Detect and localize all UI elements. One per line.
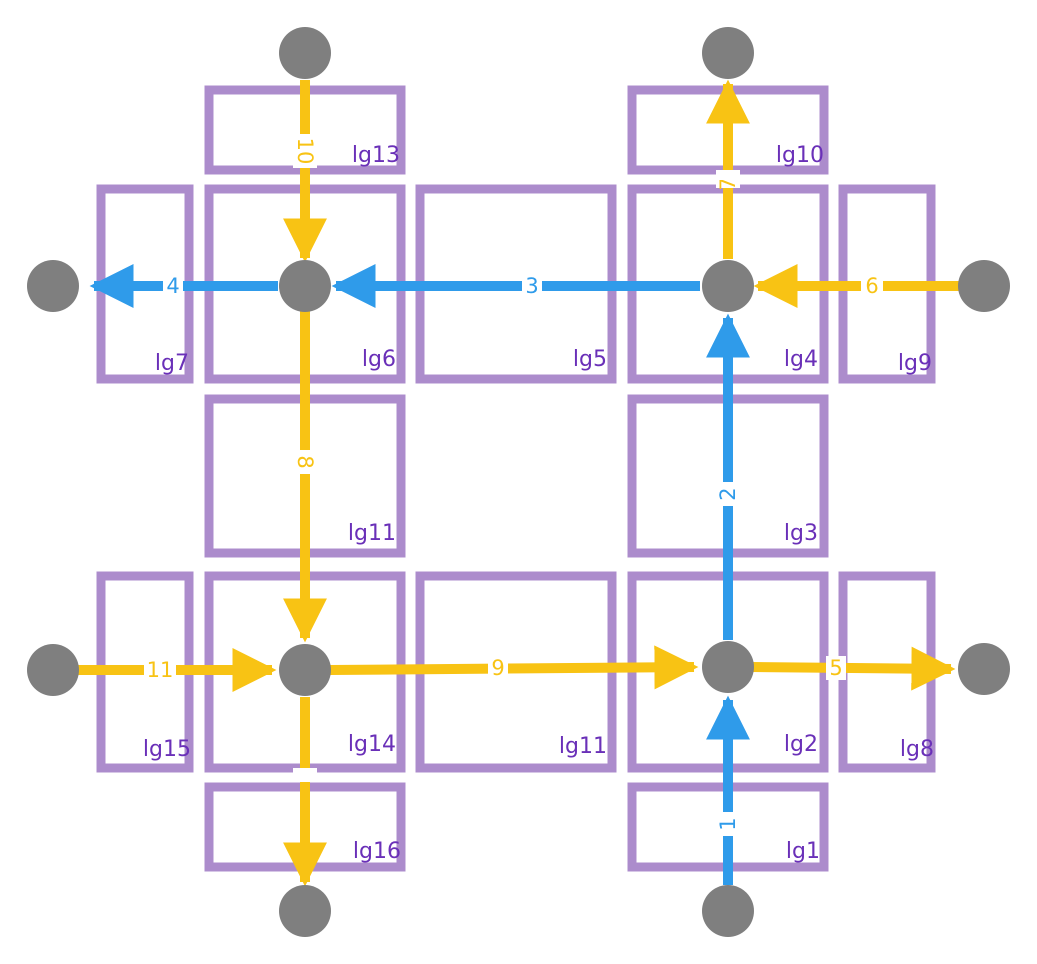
node-center-lower-right (702, 641, 754, 693)
node-bottom-right (702, 885, 754, 937)
edge-9-line (329, 645, 699, 690)
node-top-right (702, 27, 754, 79)
box-label-lg11-upper: lg11 (348, 521, 396, 546)
box-label-lg10: lg10 (776, 143, 824, 168)
box-label-lg13: lg13 (352, 143, 400, 168)
edge-label-8: 8 (293, 455, 317, 468)
edge-5-line (751, 646, 956, 691)
box-label-lg4: lg4 (784, 347, 818, 372)
box-label-lg6: lg6 (362, 347, 396, 372)
node-right-upper (958, 260, 1010, 312)
lane-group-boxes: lg13 lg10 lg7 lg6 lg5 lg4 lg9 lg11 lg3 l… (96, 85, 936, 872)
nodes (27, 27, 1010, 937)
edge-label-1: 1 (716, 817, 740, 830)
edge-labels: 3 4 2 1 6 9 5 11 8 10 7 (144, 134, 883, 836)
box-label-lg11-lower: lg11 (559, 734, 607, 759)
node-center-lower-left (279, 644, 331, 696)
node-top-left (279, 27, 331, 79)
edge-label-2: 2 (716, 487, 740, 500)
edge-label-10: 10 (293, 138, 317, 165)
node-bottom-left (279, 885, 331, 937)
box-label-lg7: lg7 (155, 351, 189, 376)
node-right-lower (958, 643, 1010, 695)
edge-label-5: 5 (829, 656, 842, 680)
node-center-upper-left (279, 260, 331, 312)
node-left-upper (27, 260, 79, 312)
node-center-upper-right (702, 260, 754, 312)
edge-label-3: 3 (525, 274, 538, 298)
box-label-lg16: lg16 (353, 839, 401, 864)
node-left-lower (27, 644, 79, 696)
edge-label-9: 9 (491, 656, 504, 680)
box-label-lg2: lg2 (784, 732, 818, 757)
edge-label-7: 7 (716, 177, 740, 190)
box-label-lg9: lg9 (898, 351, 932, 376)
edge-label-4: 4 (166, 274, 179, 298)
box-label-lg1: lg1 (786, 839, 820, 864)
box-label-lg5: lg5 (573, 347, 607, 372)
edge-label-11: 11 (147, 658, 174, 682)
box-label-lg8: lg8 (900, 737, 934, 762)
box-label-lg15: lg15 (143, 737, 191, 762)
box-label-lg14: lg14 (348, 732, 396, 757)
edge-label-6: 6 (865, 274, 878, 298)
box-label-lg3: lg3 (784, 521, 818, 546)
